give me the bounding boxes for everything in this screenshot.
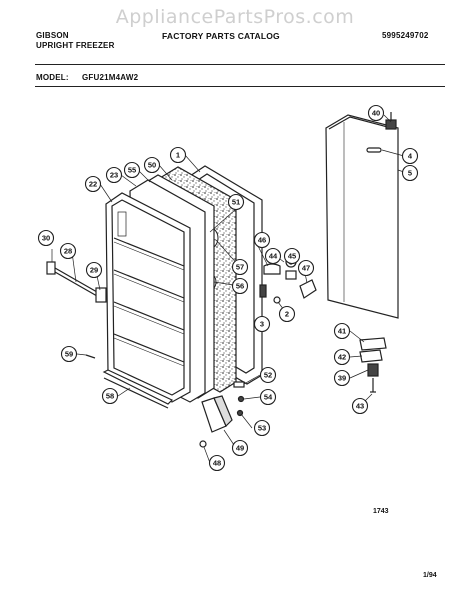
callout-circle bbox=[60, 345, 78, 363]
catalog-number: 5995249702 bbox=[382, 31, 429, 40]
callout-circle bbox=[123, 161, 141, 179]
catalog-title: FACTORY PARTS CATALOG bbox=[162, 31, 280, 41]
footer-date: 1/94 bbox=[423, 572, 437, 579]
callout-circle bbox=[259, 388, 277, 406]
callout-circle bbox=[253, 315, 271, 333]
door-liner-shelves bbox=[105, 192, 191, 403]
callout-circle bbox=[85, 261, 103, 279]
bottom-hinge-assembly bbox=[359, 337, 387, 393]
callout-number: 53 bbox=[258, 424, 266, 433]
callout-number: 43 bbox=[356, 402, 364, 411]
callout-number: 29 bbox=[90, 266, 98, 275]
door-hinge-pin-top bbox=[385, 112, 397, 130]
callout-number: 45 bbox=[288, 252, 296, 261]
callout-circle bbox=[264, 247, 282, 265]
callout-number: 3 bbox=[260, 320, 264, 329]
callout-number: 52 bbox=[264, 371, 272, 380]
hinge-bracket-cover bbox=[201, 395, 233, 433]
callout-number: 41 bbox=[338, 327, 346, 336]
callout-circle bbox=[278, 305, 296, 323]
callout-number: 39 bbox=[338, 374, 346, 383]
callout-circle bbox=[401, 164, 419, 182]
callout-number: 46 bbox=[258, 236, 266, 245]
header-rule-bottom bbox=[35, 86, 445, 87]
drawing-code: 1743 bbox=[373, 508, 389, 515]
callout-circle bbox=[333, 348, 351, 366]
callout-number: 50 bbox=[148, 161, 156, 170]
callout-number: 49 bbox=[236, 444, 244, 453]
callout-circle bbox=[101, 387, 119, 405]
callout-number: 47 bbox=[302, 264, 310, 273]
callout-number: 28 bbox=[64, 247, 72, 256]
callout-circle bbox=[297, 259, 315, 277]
callout-circle bbox=[143, 156, 161, 174]
callout-circle bbox=[333, 322, 351, 340]
outer-door-panel bbox=[325, 114, 399, 319]
callout-circle bbox=[59, 242, 77, 260]
callout-number: 54 bbox=[264, 393, 273, 402]
callout-circle bbox=[105, 166, 123, 184]
callout-number: 42 bbox=[338, 353, 346, 362]
callout-circle bbox=[253, 419, 271, 437]
callout-circle bbox=[169, 146, 187, 164]
callout-circle bbox=[231, 439, 249, 457]
callout-number: 48 bbox=[213, 459, 221, 468]
callout-number: 56 bbox=[236, 282, 244, 291]
callout-circle bbox=[208, 454, 226, 472]
callout-number: 23 bbox=[110, 171, 118, 180]
callout-circle bbox=[37, 229, 55, 247]
door-stop-cam-parts bbox=[259, 256, 317, 304]
callout-number: 58 bbox=[106, 392, 114, 401]
callout-circle bbox=[333, 369, 351, 387]
callout-number: 55 bbox=[128, 166, 136, 175]
callout-circle bbox=[231, 258, 249, 276]
callout-circle bbox=[367, 104, 385, 122]
model-label: MODEL: bbox=[36, 73, 69, 82]
model-value: GFU21M4AW2 bbox=[82, 73, 139, 82]
hardware-screws bbox=[85, 354, 245, 448]
watermark-text: AppliancePartsPros.com bbox=[115, 6, 355, 28]
callout-number: 1 bbox=[176, 151, 180, 160]
callout-circle bbox=[253, 231, 271, 249]
callout-number: 30 bbox=[42, 234, 50, 243]
callout-number: 5 bbox=[408, 169, 412, 178]
callout-circle bbox=[84, 175, 102, 193]
callout-circle bbox=[351, 397, 369, 415]
callout-circle bbox=[259, 366, 277, 384]
callout-circle bbox=[231, 277, 249, 295]
callout-circle bbox=[401, 147, 419, 165]
door-shelf-rail bbox=[46, 261, 107, 303]
callout-number: 4 bbox=[408, 152, 413, 161]
callout-circle bbox=[227, 193, 245, 211]
callout-number: 22 bbox=[89, 180, 97, 189]
callout-number: 57 bbox=[236, 263, 244, 272]
callout-number: 2 bbox=[285, 310, 289, 319]
header-rule-top bbox=[35, 64, 445, 65]
callout-circle bbox=[283, 247, 301, 265]
callout-number: 59 bbox=[65, 350, 73, 359]
callout-number: 44 bbox=[269, 252, 278, 261]
product-label: UPRIGHT FREEZER bbox=[36, 41, 115, 50]
callout-number: 51 bbox=[232, 198, 240, 207]
bottom-trim-rail bbox=[102, 369, 174, 409]
callout-number: 40 bbox=[372, 109, 380, 118]
brand-label: GIBSON bbox=[36, 31, 69, 40]
